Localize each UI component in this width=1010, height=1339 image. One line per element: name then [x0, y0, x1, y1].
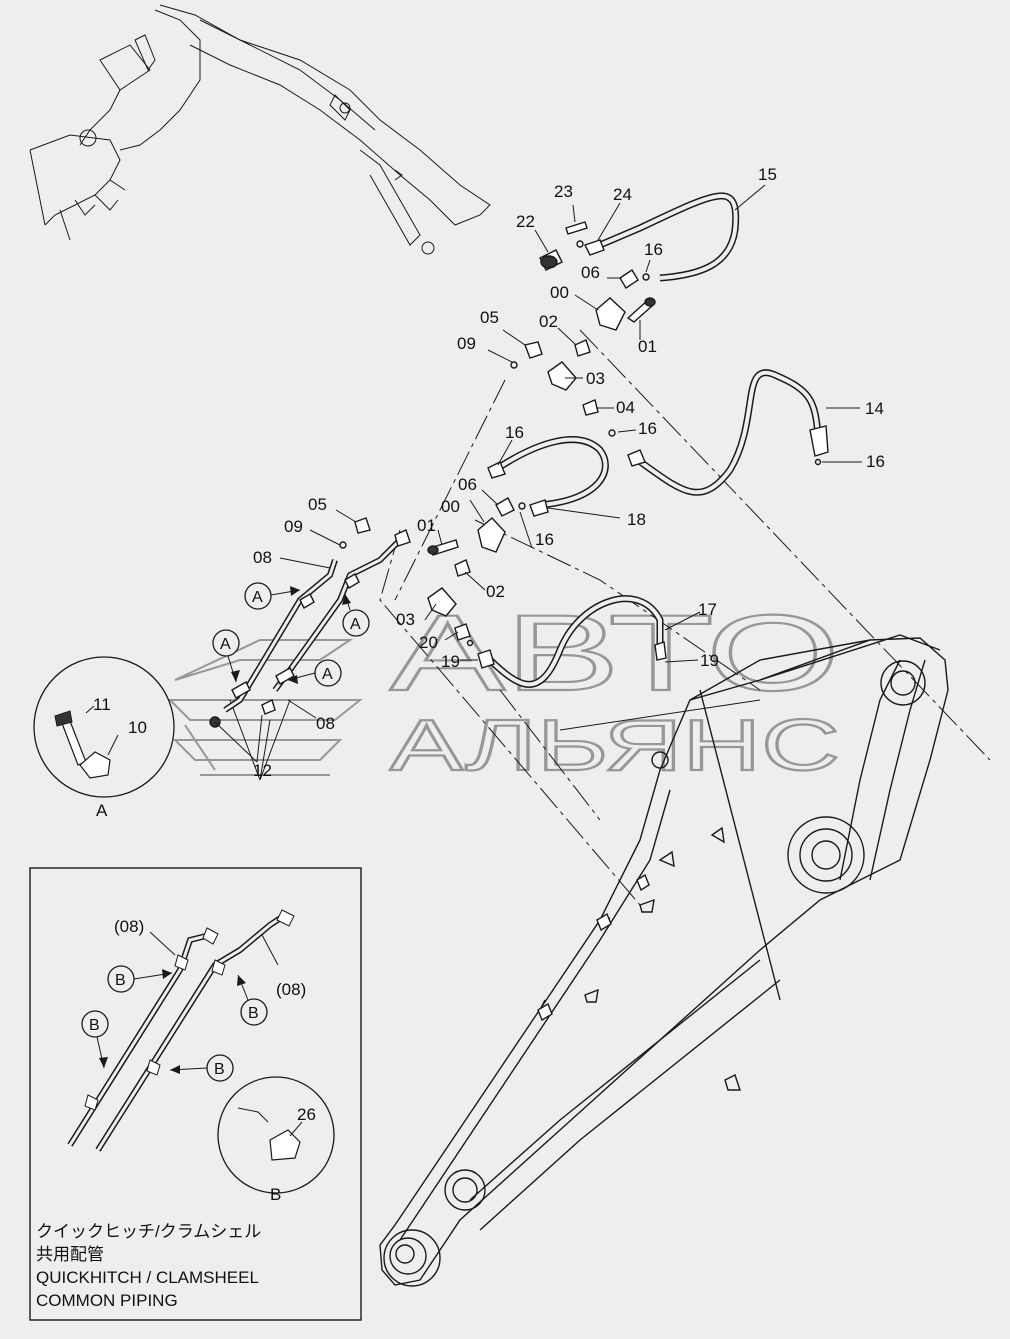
label-17: 17: [698, 600, 717, 619]
label-24: 24: [613, 185, 632, 204]
label-03-b: 03: [396, 610, 415, 629]
callout-b-3: B: [81, 1010, 109, 1069]
label-04: 04: [616, 398, 635, 417]
caption-en-line1: QUICKHITCH / CLAMSHEEL: [36, 1268, 259, 1287]
watermark-line1: АВТО: [390, 592, 840, 713]
bolt-23: [565, 221, 588, 235]
label-01-a: 01: [638, 337, 657, 356]
label-08-a: 08: [253, 548, 272, 567]
boom-structure: [379, 634, 949, 1287]
fitting-16-mid: [487, 461, 506, 479]
callout-a-markers: A A A A: [212, 582, 370, 687]
label-19-b: 19: [700, 651, 719, 670]
label-14: 14: [865, 399, 884, 418]
fitting-24: [584, 239, 605, 256]
block-03-top: [547, 361, 577, 391]
label-09-b: 09: [284, 517, 303, 536]
label-05-a: 05: [480, 308, 499, 327]
label-06-b: 06: [458, 475, 477, 494]
label-12: 12: [253, 761, 272, 780]
label-00-a: 00: [550, 283, 569, 302]
callout-a-3-text: A: [220, 636, 231, 653]
label-02-a: 02: [539, 312, 558, 331]
caption-en-line2: COMMON PIPING: [36, 1291, 178, 1310]
label-22: 22: [516, 212, 535, 231]
callout-a-4: A: [287, 659, 342, 687]
callout-a-4-text: A: [322, 666, 333, 683]
detail-a-label: A: [96, 801, 108, 820]
label-08-b: 08: [316, 714, 335, 733]
hose-18: [493, 436, 609, 509]
label-06-a: 06: [581, 263, 600, 282]
label-02-b: 02: [486, 582, 505, 601]
label-10: 10: [128, 718, 147, 737]
watermark: АВТО АЛЬЯНС: [167, 591, 841, 787]
part-number-labels: 23 24 15 22 16 06 00 01 05 02 09 03 04 1…: [253, 165, 885, 780]
callout-a-2: A: [342, 593, 370, 637]
watermark-line2: АЛЬЯНС: [390, 706, 840, 786]
label-16-c: 16: [866, 452, 885, 471]
label-00-b: 00: [441, 497, 460, 516]
leader-lines: [229, 329, 991, 906]
part-26: [269, 1129, 301, 1161]
inset-ref-08-right: (08): [276, 980, 306, 999]
callout-a-1-text: A: [252, 589, 263, 606]
label-26: 26: [297, 1105, 316, 1124]
label-16-e: 16: [535, 530, 554, 549]
caption-jp-line1: クイックヒッチ/クラムシェル: [36, 1222, 262, 1241]
block-00-mid: [477, 517, 506, 553]
label-16-a: 16: [644, 240, 663, 259]
callout-b-3-text: B: [89, 1017, 100, 1034]
label-05-b: 05: [308, 495, 327, 514]
label-09-a: 09: [457, 334, 476, 353]
fitting-05-top: [524, 341, 543, 359]
detail-a: 11 10 A: [33, 656, 175, 820]
fitting-02-top: [574, 339, 591, 357]
clamp-10: [79, 751, 111, 779]
callout-b-1-text: B: [115, 972, 126, 989]
inset-box: (08) (08) B B B B 26 B: [29, 867, 362, 1321]
excavator-overview-sketch: [29, 4, 491, 255]
callout-b-1: B: [107, 965, 173, 993]
fitting-06-mid: [495, 497, 515, 517]
block-03-mid: [427, 587, 457, 617]
label-01-b: 01: [417, 516, 436, 535]
label-23: 23: [554, 182, 573, 201]
fitting-20: [454, 623, 471, 641]
detail-b-label: B: [270, 1185, 281, 1204]
fitting-06-top: [619, 269, 639, 289]
fitting-04: [582, 399, 599, 416]
part-number-leaders: [214, 184, 862, 763]
inset-ref-08-left: (08): [114, 917, 144, 936]
caption-jp-line2: 共用配管: [36, 1245, 104, 1264]
callout-b-4-text: B: [214, 1061, 225, 1078]
inset-caption: クイックヒッチ/クラムシェル 共用配管 QUICKHITCH / CLAMSHE…: [36, 1220, 356, 1312]
callout-b-4: B: [169, 1054, 234, 1082]
fitting-02-mid: [454, 559, 471, 577]
label-16-b: 16: [638, 419, 657, 438]
label-03-a: 03: [586, 369, 605, 388]
callout-b-2: B: [237, 974, 268, 1026]
callout-b-2-text: B: [248, 1005, 259, 1022]
label-20: 20: [419, 633, 438, 652]
label-18: 18: [627, 510, 646, 529]
label-11: 11: [93, 695, 111, 714]
callout-a-1: A: [244, 582, 301, 610]
label-15: 15: [758, 165, 777, 184]
block-00-top: [595, 297, 626, 331]
fittings: [209, 221, 829, 1022]
fitting-05-mid: [354, 517, 371, 534]
label-16-d: 16: [505, 423, 524, 442]
label-19-a: 19: [441, 652, 460, 671]
callout-a-2-text: A: [350, 616, 361, 633]
callout-a-3: A: [212, 629, 240, 683]
watermark-logo: [167, 639, 363, 776]
